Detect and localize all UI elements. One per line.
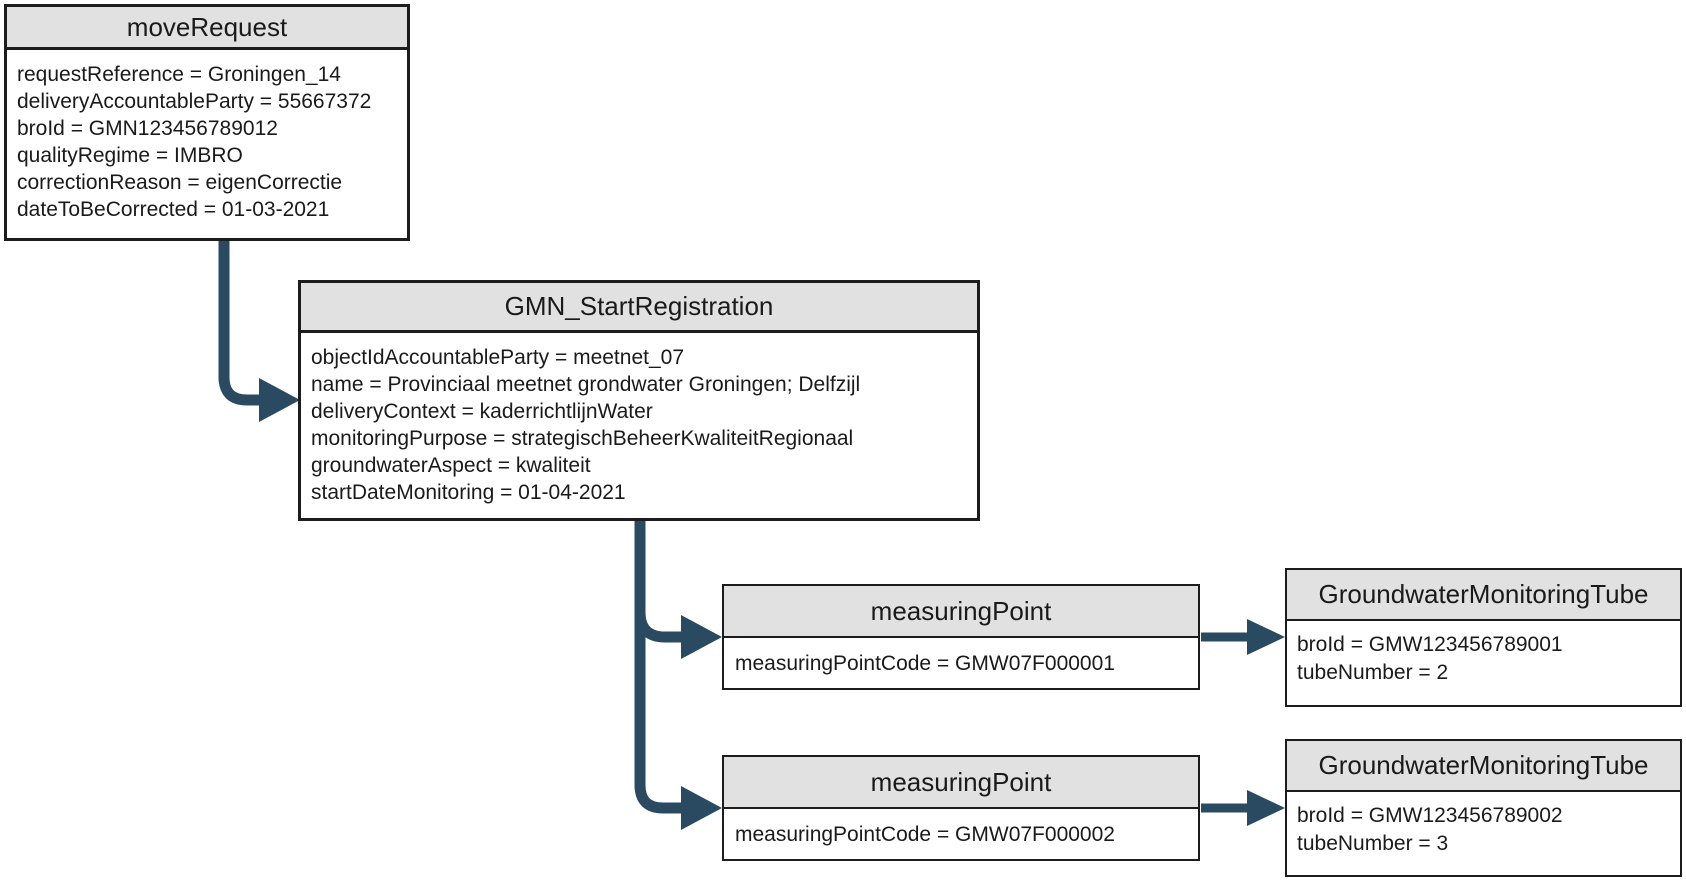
node-groundwater-monitoring-tube-1: GroundwaterMonitoringTube broId = GMW123… xyxy=(1285,568,1682,707)
node-gmn-start-registration-title: GMN_StartRegistration xyxy=(301,283,977,333)
connector-line xyxy=(218,241,261,406)
node-groundwater-monitoring-tube-2-body: broId = GMW123456789002 tubeNumber = 3 xyxy=(1287,792,1680,858)
node-measuring-point-2-title: measuringPoint xyxy=(724,757,1198,809)
node-move-request-title: moveRequest xyxy=(7,7,407,50)
arrowhead-icon xyxy=(681,615,722,659)
attr-tubeNumber: tubeNumber = 2 xyxy=(1297,661,1449,684)
connector-moverequest-to-gmn xyxy=(218,241,300,422)
connector-gmn-to-measuringpoint-2 xyxy=(634,521,722,830)
node-measuring-point-2: measuringPoint measuringPointCode = GMW0… xyxy=(722,755,1200,861)
attr-broId: broId = GMW123456789002 xyxy=(1297,804,1563,827)
connector-measuringpoint1-to-tube1 xyxy=(1201,619,1285,655)
node-gmn-start-registration: GMN_StartRegistration objectIdAccountabl… xyxy=(298,280,980,521)
connector-gmn-to-measuringpoint-1 xyxy=(634,521,722,659)
attr-measuringPointCode: measuringPointCode = GMW07F000001 xyxy=(735,651,1115,675)
node-measuring-point-1-body: measuringPointCode = GMW07F000001 xyxy=(724,638,1198,688)
node-measuring-point-1-title: measuringPoint xyxy=(724,586,1198,638)
node-gmn-start-registration-body: objectIdAccountableParty = meetnet_07 na… xyxy=(301,333,977,506)
connector-measuringpoint2-to-tube2 xyxy=(1201,790,1285,826)
attr-deliveryContext: deliveryContext = kaderrichtlijnWater xyxy=(311,400,653,423)
attr-name: name = Provinciaal meetnet grondwater Gr… xyxy=(311,373,861,396)
attr-groundwaterAspect: groundwaterAspect = kwaliteit xyxy=(311,454,591,477)
attr-requestReference: requestReference = Groningen_14 xyxy=(17,63,341,86)
arrowhead-icon xyxy=(259,378,300,422)
attr-startDateMonitoring: startDateMonitoring = 01-04-2021 xyxy=(311,481,626,504)
node-groundwater-monitoring-tube-1-title: GroundwaterMonitoringTube xyxy=(1287,570,1680,621)
attr-broId: broId = GMN123456789012 xyxy=(17,117,278,140)
node-move-request: moveRequest requestReference = Groningen… xyxy=(4,4,410,241)
attr-qualityRegime: qualityRegime = IMBRO xyxy=(17,144,243,167)
attr-broId: broId = GMW123456789001 xyxy=(1297,633,1563,656)
connector-line xyxy=(634,521,683,814)
attr-measuringPointCode: measuringPointCode = GMW07F000002 xyxy=(735,822,1115,846)
attr-monitoringPurpose: monitoringPurpose = strategischBeheerKwa… xyxy=(311,427,854,450)
arrowhead-icon xyxy=(681,786,722,830)
attr-deliveryAccountableParty: deliveryAccountableParty = 55667372 xyxy=(17,90,372,113)
node-groundwater-monitoring-tube-1-body: broId = GMW123456789001 tubeNumber = 2 xyxy=(1287,621,1680,687)
attr-dateToBeCorrected: dateToBeCorrected = 01-03-2021 xyxy=(17,198,330,221)
node-groundwater-monitoring-tube-2-title: GroundwaterMonitoringTube xyxy=(1287,741,1680,792)
node-move-request-body: requestReference = Groningen_14 delivery… xyxy=(7,50,407,223)
attr-correctionReason: correctionReason = eigenCorrectie xyxy=(17,171,343,194)
node-measuring-point-2-body: measuringPointCode = GMW07F000002 xyxy=(724,809,1198,859)
attr-tubeNumber: tubeNumber = 3 xyxy=(1297,832,1449,855)
node-groundwater-monitoring-tube-2: GroundwaterMonitoringTube broId = GMW123… xyxy=(1285,739,1682,877)
node-measuring-point-1: measuringPoint measuringPointCode = GMW0… xyxy=(722,584,1200,690)
connector-line xyxy=(634,521,683,643)
arrowhead-icon xyxy=(1247,790,1285,826)
attr-objectIdAccountableParty: objectIdAccountableParty = meetnet_07 xyxy=(311,346,684,369)
arrowhead-icon xyxy=(1247,619,1285,655)
